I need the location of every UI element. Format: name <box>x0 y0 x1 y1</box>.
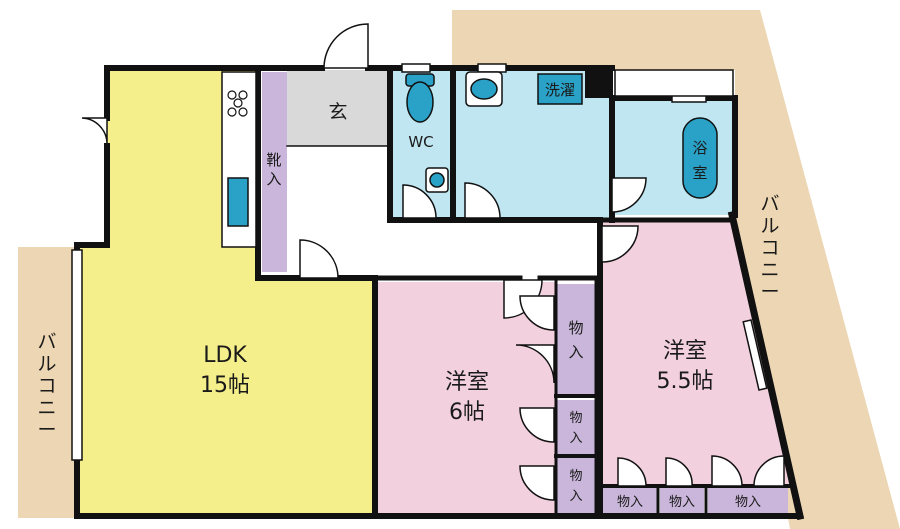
western-55-name: 洋室 <box>663 339 707 364</box>
wash-basin-icon <box>465 71 503 107</box>
wc-sink-icon <box>425 167 449 193</box>
balcony-left-char-5: ー <box>37 419 56 441</box>
balcony-left-char-4: ニ <box>37 397 56 419</box>
balcony-right-char-2: ル <box>760 215 779 237</box>
western-room-55 <box>600 222 792 488</box>
ldk-name: LDK <box>203 343 247 368</box>
closet-b <box>556 400 596 454</box>
toilet-icon <box>405 73 435 123</box>
doors <box>81 23 785 501</box>
balcony-right-char-5: ー <box>760 281 779 303</box>
washer-label: 洗濯 <box>545 81 575 99</box>
closet-a-label-1: 物 <box>568 319 583 337</box>
shoe-closet <box>262 72 287 272</box>
balcony-right-char-3: コ <box>760 237 779 259</box>
closet-b-label-1: 物 <box>569 411 582 426</box>
closet-bottom-2-label: 物入 <box>669 495 695 510</box>
closet-bottom-1 <box>603 488 657 513</box>
closet-bottom-3-label: 物入 <box>735 495 761 510</box>
closet-bottom-2 <box>660 488 704 513</box>
closet-bottom-3 <box>708 488 788 513</box>
closet-b-label-2: 入 <box>569 431 582 446</box>
western-6-name: 洋室 <box>445 370 489 395</box>
balcony-right-char-1: バ <box>760 193 779 215</box>
closet-c-label-2: 入 <box>569 489 582 504</box>
entrance-label: 玄 <box>328 101 347 123</box>
kitchen-counter <box>221 71 257 248</box>
bathtub-icon <box>682 117 718 199</box>
balcony-left-char-2: ル <box>37 353 56 375</box>
balcony-left <box>18 247 76 518</box>
closet-a <box>556 284 596 394</box>
closet-c <box>556 458 596 513</box>
balcony-right-label: バ ル コ ニ ー <box>760 193 779 303</box>
stove-icon <box>227 90 248 117</box>
wc-label: WC <box>408 133 433 151</box>
balcony-left-char-1: バ <box>37 331 56 353</box>
entrance-floor <box>287 70 390 146</box>
washer-box <box>537 73 583 105</box>
hall-lower <box>375 220 600 278</box>
western-55-size: 5.5帖 <box>657 369 714 394</box>
western-6-size: 6帖 <box>449 400 485 425</box>
windows <box>71 63 768 461</box>
shoe-closet-label-2: 入 <box>266 170 281 188</box>
balcony-right <box>452 10 900 529</box>
bath-label-1: 浴 <box>692 139 707 157</box>
balcony-left-label: バ ル コ ニ ー <box>37 331 56 441</box>
balcony-left-char-3: コ <box>37 375 56 397</box>
closet-bottom-1-label: 物入 <box>617 495 643 510</box>
bath-label-2: 室 <box>692 164 707 182</box>
ldk-room <box>77 68 375 513</box>
ldk-size: 15帖 <box>200 373 250 398</box>
closet-c-label-1: 物 <box>569 469 582 484</box>
balcony-right-char-4: ニ <box>760 259 779 281</box>
shoe-closet-label-1: 靴 <box>266 151 281 169</box>
closet-a-label-2: 入 <box>568 343 583 361</box>
